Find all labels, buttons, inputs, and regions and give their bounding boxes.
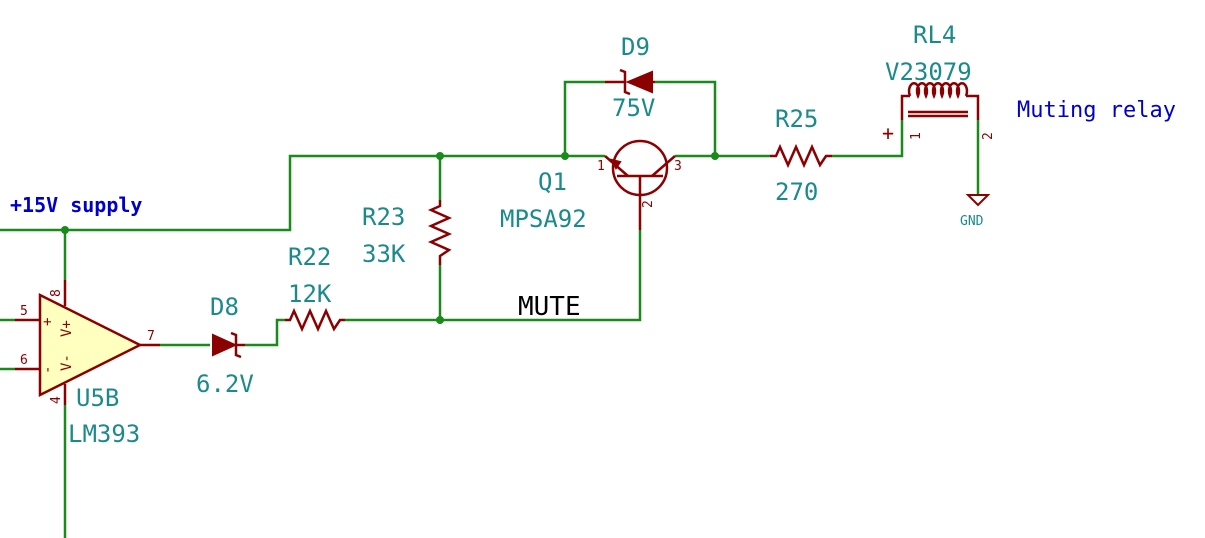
transistor-q1: 1 2 3 Q1 MPSA92	[500, 139, 682, 233]
opamp-vneg-label: V-	[59, 354, 75, 371]
junction-r23-top	[436, 152, 444, 160]
opamp-pin6-number: 6	[20, 353, 28, 368]
transistor-q1-value: MPSA92	[500, 205, 587, 233]
resistor-r22-value: 12K	[288, 280, 332, 308]
transistor-q1-ref: Q1	[538, 168, 567, 196]
opamp-in-plus-sign: +	[40, 318, 56, 326]
zener-d8-body	[212, 333, 238, 357]
resistor-r22-body	[285, 307, 345, 333]
resistor-r23-value: 33K	[362, 240, 406, 268]
mute-net-label: MUTE	[518, 292, 581, 322]
relay-rl4-value: V23079	[885, 58, 972, 86]
zener-d9-body	[625, 70, 653, 94]
zener-d9-ref: D9	[621, 33, 650, 61]
opamp-body	[38, 292, 143, 398]
junctions	[61, 152, 719, 324]
opamp-ref: U5B	[76, 384, 119, 412]
junction-supply-opamp	[61, 226, 69, 234]
junction-d9-left	[561, 152, 569, 160]
opamp-u5b: 5 6 7 8 4 + - V+ V- U5B LM393	[15, 280, 160, 448]
opamp-value: LM393	[68, 420, 140, 448]
relay-rl4: 1 2 + RL4 V23079	[882, 21, 996, 145]
zener-d9-bar	[619, 68, 631, 96]
relay-rl4-lead-right	[966, 94, 980, 120]
resistor-r22-ref: R22	[288, 243, 331, 271]
resistor-r25-ref: R25	[775, 105, 818, 133]
zener-d9: D9 75V	[605, 33, 655, 122]
wire-supply-rail	[0, 154, 565, 232]
ground-icon	[965, 194, 991, 207]
zener-d8-ref: D8	[210, 293, 239, 321]
resistor-r25-body	[770, 143, 832, 169]
wires	[0, 80, 980, 538]
zener-d9-value: 75V	[612, 94, 655, 122]
opamp-pin4-number: 4	[49, 396, 64, 404]
supply-label: +15V supply	[10, 193, 142, 217]
opamp-pin5-number: 5	[20, 304, 28, 319]
resistor-r23-body	[427, 200, 453, 265]
relay-rl4-pin1: 1	[909, 132, 924, 140]
wire-r25-relay	[832, 120, 904, 158]
relay-note: Muting relay	[1017, 98, 1176, 123]
relay-rl4-lead-left	[900, 94, 910, 120]
transistor-q1-arrow	[610, 158, 622, 170]
ground-label: GND	[960, 214, 984, 229]
relay-rl4-coil	[907, 81, 969, 99]
resistor-r23: R23 33K	[362, 200, 453, 268]
resistor-r25: R25 270	[770, 105, 832, 206]
opamp-in-minus-sign: -	[40, 366, 56, 374]
relay-rl4-pin2: 2	[981, 132, 996, 140]
junction-d9-right	[711, 152, 719, 160]
relay-rl4-polarity: +	[882, 121, 894, 145]
relay-rl4-ref: RL4	[913, 21, 956, 49]
ground-symbol: GND	[960, 194, 991, 229]
resistor-r23-ref: R23	[362, 203, 405, 231]
transistor-q1-collector	[651, 155, 676, 177]
zener-d8-value: 6.2V	[196, 370, 254, 398]
wire-d9-right	[655, 80, 717, 156]
wire-d9-left	[563, 80, 605, 156]
resistor-r22: R22 12K	[285, 243, 345, 333]
transistor-q1-pin3: 3	[674, 159, 682, 174]
wire-d8-r22	[245, 318, 285, 347]
opamp-vpos-label: V+	[59, 320, 75, 337]
transistor-q1-pin1: 1	[597, 159, 605, 174]
opamp-pin8-number: 8	[49, 289, 64, 297]
zener-d8: D8 6.2V	[196, 293, 254, 398]
resistor-r25-value: 270	[775, 178, 818, 206]
junction-r23-bottom	[436, 316, 444, 324]
opamp-pin7-number: 7	[147, 329, 155, 344]
transistor-q1-pin2: 2	[641, 200, 656, 208]
